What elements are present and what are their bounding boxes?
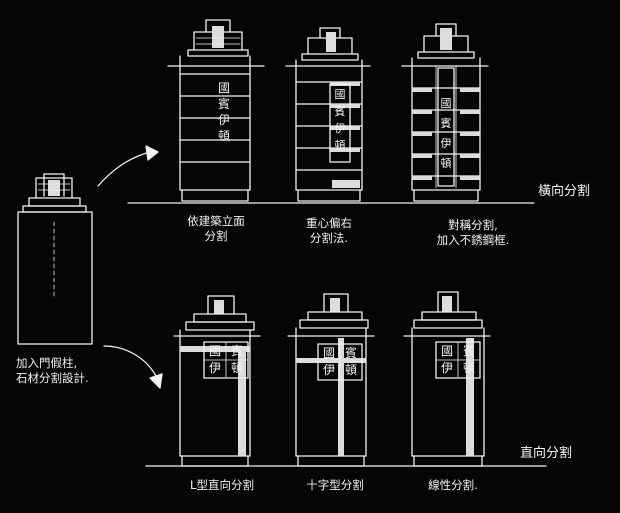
building-v1 <box>174 296 260 466</box>
building-v3 <box>404 292 490 466</box>
caption-h1: 依建築立面 分割 <box>176 214 256 244</box>
sign-char: 頓 <box>462 361 475 375</box>
row-label-vertical: 直向分割 <box>520 446 573 461</box>
sign-row: 國賓 <box>436 343 480 360</box>
caption-line: 對稱分割, <box>448 218 498 232</box>
building-h2 <box>286 28 370 201</box>
caption-line: 分割法. <box>309 231 349 245</box>
caption-line: 依建築立面 <box>187 214 245 228</box>
arrow-to-horizontal <box>98 146 158 186</box>
sign-char: 伊 <box>440 361 453 375</box>
caption-line: 石材分割設計. <box>16 371 89 385</box>
sign-h3: 國 賓 伊 頓 <box>437 94 455 174</box>
caption-line: 重心偏右 <box>306 216 352 230</box>
caption-line: 分割 <box>204 229 228 243</box>
caption-v3: 線性分割. <box>428 478 478 492</box>
sign-char: 國 <box>440 97 452 110</box>
caption-v2: 十字型分割 <box>306 478 364 492</box>
sign-v2: 國賓 伊頓 <box>318 345 362 379</box>
sign-char: 賓 <box>217 97 230 111</box>
sign-char: 賓 <box>334 105 346 118</box>
caption-line: 加入不銹鋼框. <box>436 233 510 247</box>
sign-char: 頓 <box>344 363 357 377</box>
sign-h2: 國 賓 伊 頓 <box>330 86 350 154</box>
sign-char: 國 <box>322 346 335 360</box>
base-building <box>18 174 92 344</box>
sign-char: 頓 <box>440 157 452 170</box>
sign-char: 國 <box>217 81 230 95</box>
sign-char: 國 <box>208 344 221 358</box>
caption-v1: L型直向分割 <box>190 478 254 492</box>
caption-h2: 重心偏右 分割法. <box>294 216 364 246</box>
caption-base-building: 加入門假柱, 石材分割設計. <box>16 356 89 386</box>
sign-h1: 國 賓 伊 頓 <box>212 80 236 144</box>
sign-char: 伊 <box>208 361 221 375</box>
sign-row: 國賓 <box>204 343 248 360</box>
caption-line: 加入門假柱, <box>16 356 78 370</box>
sign-char: 國 <box>334 88 346 101</box>
row-label-horizontal: 橫向分割 <box>538 184 591 199</box>
building-v2 <box>288 294 374 466</box>
sign-row: 伊頓 <box>436 360 480 377</box>
sign-char: 賓 <box>230 344 243 358</box>
building-h1 <box>168 20 264 201</box>
sign-char: 賓 <box>440 117 452 130</box>
arrow-to-vertical <box>104 346 162 388</box>
sign-row: 伊頓 <box>318 362 362 379</box>
sign-char: 頓 <box>334 139 346 152</box>
sign-char: 伊 <box>217 113 230 127</box>
sign-char: 伊 <box>440 137 452 150</box>
sign-v3: 國賓 伊頓 <box>436 343 480 377</box>
sign-char: 賓 <box>462 344 475 358</box>
sign-row: 國賓 <box>318 345 362 362</box>
sign-row: 伊頓 <box>204 360 248 377</box>
sign-char: 伊 <box>334 122 346 135</box>
sign-v1: 國賓 伊頓 <box>204 343 248 377</box>
sign-char: 頓 <box>217 129 230 143</box>
caption-h3: 對稱分割, 加入不銹鋼框. <box>408 218 538 248</box>
sign-char: 頓 <box>230 361 243 375</box>
sign-char: 國 <box>440 344 453 358</box>
sign-char: 賓 <box>344 346 357 360</box>
building-h3 <box>402 24 488 201</box>
sign-char: 伊 <box>322 363 335 377</box>
